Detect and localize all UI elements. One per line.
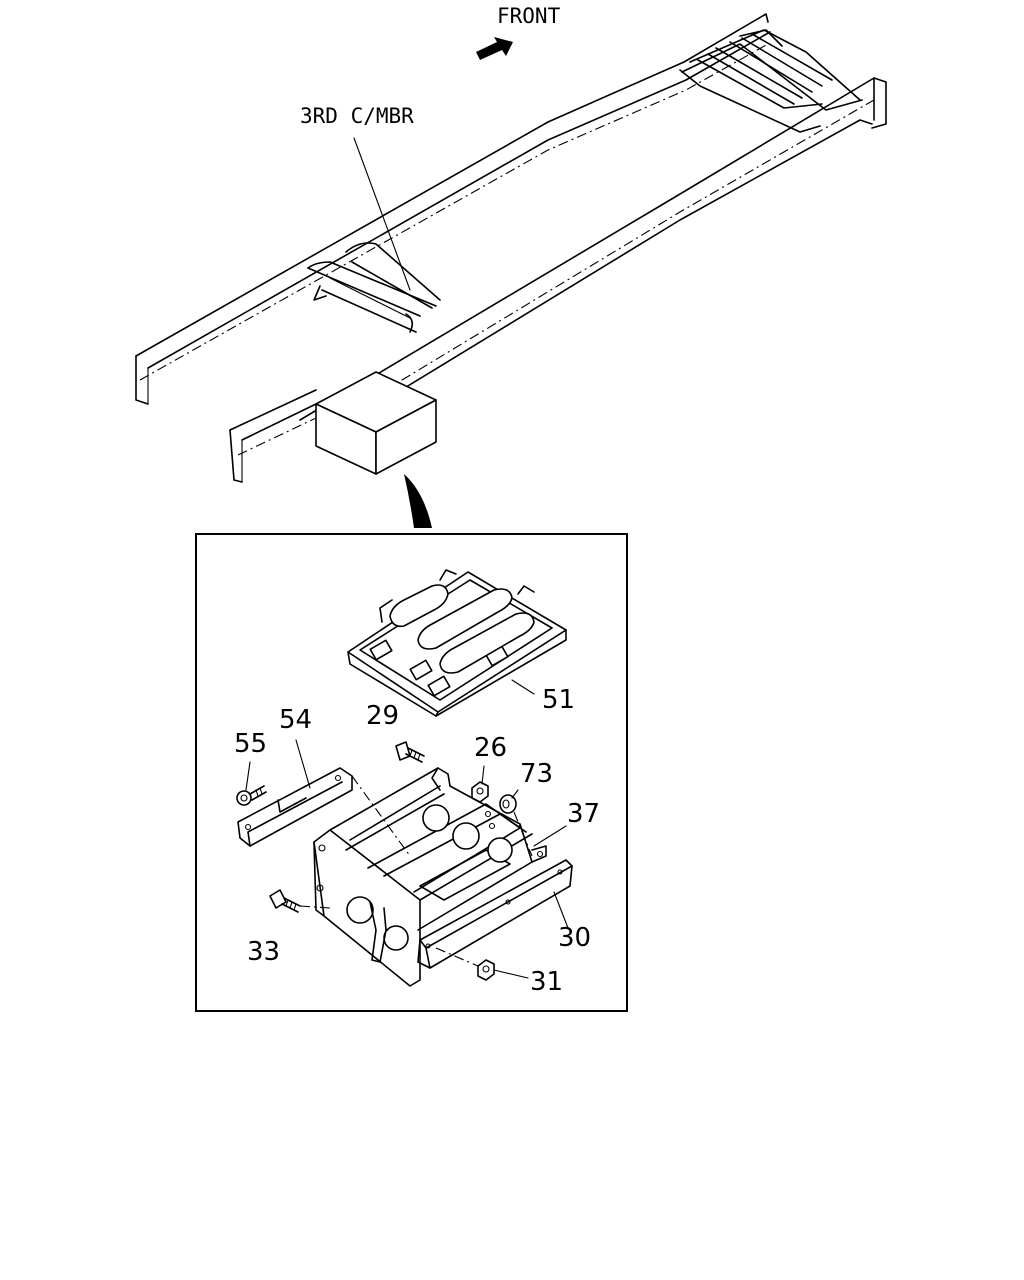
callout-31: 31 xyxy=(530,967,563,997)
bolt-29 xyxy=(395,741,425,763)
callout-numbers: 51 54 29 55 26 73 37 33 30 31 xyxy=(234,685,600,997)
callout-33: 33 xyxy=(247,937,280,967)
callout-51: 51 xyxy=(542,685,575,715)
crossmember-label: 3RD C/MBR xyxy=(300,104,414,128)
crossmember-leader-line xyxy=(353,137,411,291)
callout-29: 29 xyxy=(366,701,399,731)
front-indicator: FRONT xyxy=(476,4,561,60)
callout-26: 26 xyxy=(474,733,507,763)
bracket-plate-54 xyxy=(237,767,353,847)
ecu-module-51 xyxy=(347,569,567,717)
nut-31 xyxy=(477,959,495,981)
rail-30 xyxy=(417,859,573,969)
bolt-33 xyxy=(269,889,301,913)
crossmember-callout: 3RD C/MBR xyxy=(300,104,414,291)
main-bracket xyxy=(313,767,547,987)
chassis-frame xyxy=(135,13,887,483)
front-label: FRONT xyxy=(497,4,561,28)
ecu-box xyxy=(315,371,437,475)
detail-pointer-arrow-icon xyxy=(404,474,432,528)
grommet-73 xyxy=(499,794,517,814)
detail-frame xyxy=(195,533,628,1012)
callout-30: 30 xyxy=(558,923,591,953)
bolt-55 xyxy=(236,785,267,806)
callout-55: 55 xyxy=(234,729,267,759)
callout-73: 73 xyxy=(520,759,553,789)
front-arrow-icon xyxy=(476,37,513,60)
assembly-lines xyxy=(299,775,533,967)
leader-lines xyxy=(245,679,569,979)
callout-37: 37 xyxy=(567,799,600,829)
callout-54: 54 xyxy=(279,705,312,735)
